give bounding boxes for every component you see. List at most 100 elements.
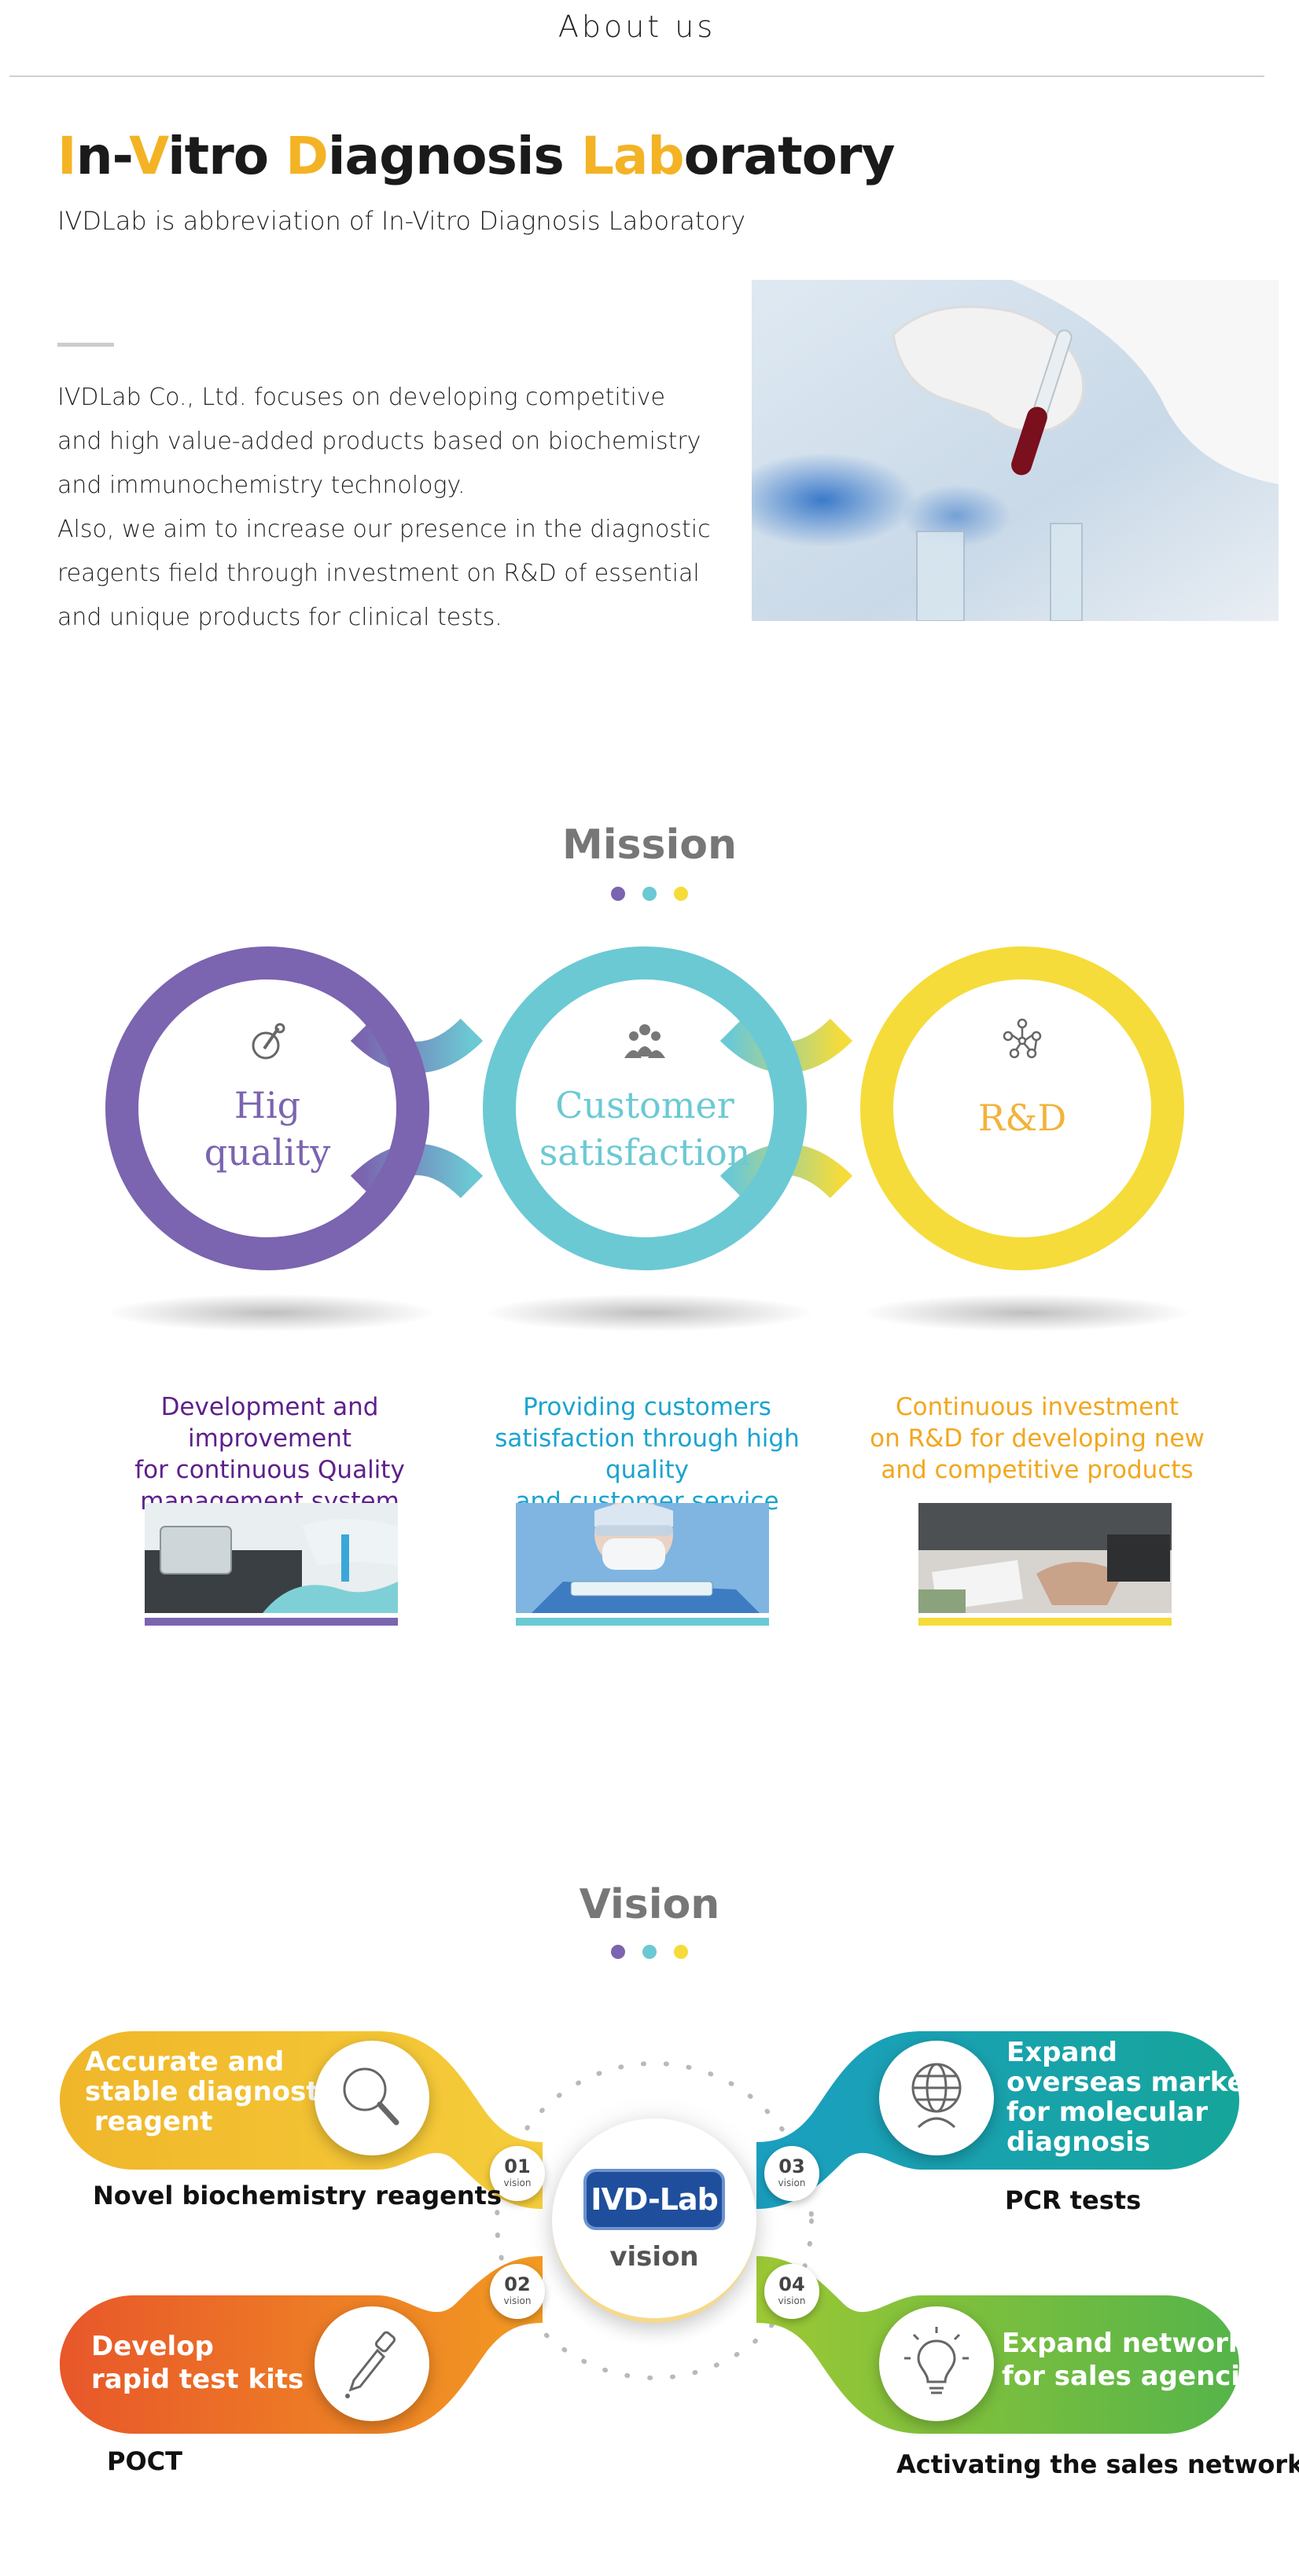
header-divider — [9, 75, 1264, 77]
vision-line: stable diagnostic — [85, 2076, 344, 2107]
vision-line: Develop — [91, 2331, 214, 2362]
lab-subtitle: IVDLab is abbreviation of In-Vitro Diagn… — [57, 206, 746, 236]
vision-dots — [0, 1945, 1299, 1959]
badge-tag: vision — [778, 2177, 806, 2188]
vision-01-badge: 01 vision — [490, 2146, 545, 2201]
teal-dot — [642, 887, 657, 901]
vision-02-icon-circle — [315, 2306, 429, 2421]
about-line: and high value-added products based on b… — [57, 428, 701, 455]
badge-number: 03 — [778, 2155, 805, 2177]
mission-item-line: for continuous Quality — [134, 1456, 405, 1484]
badge-number: 04 — [778, 2273, 805, 2295]
badge-number: 01 — [504, 2155, 531, 2177]
customer-color-bar — [516, 1618, 769, 1626]
vision-04-text: Expand network for sales agencies — [1002, 2327, 1274, 2393]
vision-line: Expand network — [1002, 2328, 1246, 2359]
logo-vision-word: vision — [609, 2241, 699, 2273]
yellow-dot — [674, 1945, 688, 1959]
short-divider — [57, 343, 114, 347]
about-line: Also, we aim to increase our presence in… — [57, 516, 711, 543]
mission-dots — [0, 887, 1299, 901]
vision-03-caption: PCR tests — [1005, 2185, 1142, 2215]
globe-person-icon — [911, 2063, 962, 2129]
circle-label-line: satisfaction — [539, 1131, 751, 1174]
mission-rings-graphic: Hig quality Customer satisfaction R&D — [102, 943, 1203, 1352]
people-group-icon — [624, 1024, 665, 1058]
circle-label-line: Hig — [234, 1084, 301, 1126]
ivd-lab-logo: IVD-Lab — [583, 2169, 725, 2230]
vision-diagram: Accurate and stable diagnostic reagent D… — [0, 1997, 1299, 2484]
title-part-iagnosis: iagnosis — [327, 126, 581, 186]
teal-dot — [642, 1945, 657, 1959]
vision-04-caption: Activating the sales network — [896, 2449, 1299, 2479]
vision-line: overseas markets — [1006, 2067, 1275, 2098]
title-part-v: V — [129, 126, 168, 186]
badge-number: 02 — [504, 2273, 531, 2295]
about-line: and immunochemistry technology. — [57, 472, 466, 499]
ivd-lab-center-logo: IVD-Lab vision — [552, 2118, 756, 2323]
vision-title: Vision — [579, 1881, 720, 1928]
mission-item-quality-text: Development and improvement for continuo… — [77, 1391, 462, 1517]
vision-03-text: Expand overseas markets for molecular di… — [1006, 2038, 1274, 2157]
vision-02-badge: 02 vision — [490, 2264, 545, 2319]
circle-label-quality: Hig quality — [149, 1082, 385, 1176]
mission-item-line: Providing customers — [523, 1393, 771, 1421]
vision-line: for sales agencies — [1002, 2361, 1275, 2392]
mission-item-line: satisfaction through high quality — [495, 1424, 800, 1484]
scientist-mask-photo — [516, 1503, 769, 1613]
purple-dot — [611, 887, 625, 901]
title-part-i: I — [57, 126, 77, 186]
vision-line: diagnosis — [1006, 2126, 1150, 2158]
badge-tag: vision — [503, 2295, 532, 2306]
yellow-dot — [674, 887, 688, 901]
business-meeting-photo — [918, 1503, 1172, 1613]
mission-item-customer-text: Providing customers satisfaction through… — [454, 1391, 840, 1517]
mission-title: Mission — [561, 821, 738, 869]
vision-04-icon-circle — [879, 2306, 994, 2421]
vision-line: Expand — [1006, 2037, 1117, 2068]
about-heading: About us — [558, 9, 716, 44]
circle-label-line: quality — [204, 1131, 331, 1174]
circle-label-line: Customer — [555, 1084, 734, 1126]
mission-item-rnd-text: Continuous investment on R&D for develop… — [845, 1391, 1230, 1486]
lab-equipment-photo — [145, 1503, 398, 1613]
tube-magnifier-icon — [252, 1023, 285, 1060]
vision-03-icon-circle — [879, 2041, 994, 2155]
badge-tag: vision — [778, 2295, 806, 2306]
circle-label-line: R&D — [977, 1097, 1067, 1139]
vision-line: reagent — [85, 2106, 213, 2137]
title-part-n: n- — [75, 126, 131, 186]
vision-01-text: Accurate and stable diagnostic reagent — [85, 2047, 344, 2137]
vision-line: Accurate and — [85, 2046, 285, 2078]
badge-tag: vision — [503, 2177, 532, 2188]
lab-title: In-Vitro Diagnosis Laboratory — [57, 126, 896, 186]
vision-line: rapid test kits — [91, 2364, 304, 2395]
vision-04-badge: 04 vision — [764, 2264, 819, 2319]
dropper-icon — [345, 2331, 396, 2398]
magnifier-icon — [343, 2067, 399, 2126]
about-line: IVDLab Co., Ltd. focuses on developing c… — [57, 384, 666, 411]
lab-test-tube-photo — [752, 280, 1279, 621]
circle-label-rnd: R&D — [904, 1094, 1140, 1141]
mission-item-line: on R&D for developing new — [870, 1424, 1205, 1453]
vision-line: for molecular — [1006, 2096, 1208, 2128]
vision-01-caption: Novel biochemistry reagents — [93, 2181, 502, 2210]
circle-label-customer: Customer satisfaction — [519, 1082, 771, 1176]
about-line: reagents field through investment on R&D… — [57, 560, 700, 587]
about-line: and unique products for clinical tests. — [57, 604, 502, 631]
molecule-network-icon — [1003, 1018, 1042, 1059]
quality-color-bar — [145, 1618, 398, 1626]
mission-item-line: and competitive products — [881, 1456, 1194, 1484]
lightbulb-icon — [904, 2327, 969, 2394]
vision-02-text: Develop rapid test kits — [91, 2330, 304, 2396]
title-part-lab: Lab — [580, 126, 685, 186]
mission-item-line: Development and improvement — [160, 1393, 379, 1453]
mission-item-line: Continuous investment — [896, 1393, 1179, 1421]
about-body: IVDLab Co., Ltd. focuses on developing c… — [57, 376, 718, 640]
title-part-d: D — [285, 126, 329, 186]
vision-03-badge: 03 vision — [764, 2146, 819, 2201]
title-part-itro: itro — [167, 126, 286, 186]
rnd-color-bar — [918, 1618, 1172, 1626]
vision-02-caption: POCT — [107, 2446, 182, 2476]
vision-01-icon-circle — [315, 2041, 429, 2155]
